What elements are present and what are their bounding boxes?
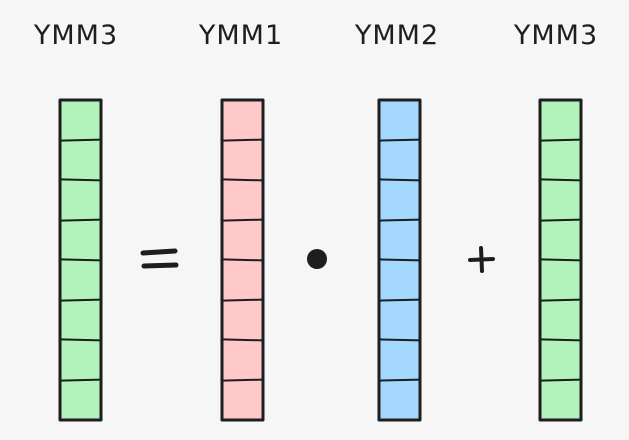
lane-divider [59, 178, 102, 182]
lane-divider [539, 178, 582, 182]
lane-divider [378, 218, 421, 222]
lane-divider [378, 178, 421, 182]
lane-divider [539, 298, 582, 302]
register-label-ymm3-addend: YMM3 [513, 20, 599, 51]
register-label-ymm1: YMM1 [198, 20, 284, 51]
lane-divider [378, 258, 421, 262]
plus-sign [468, 246, 495, 273]
register-ymm3-operand [538, 98, 583, 422]
lane-divider [59, 138, 102, 142]
lane-divider [221, 218, 264, 222]
equals-sign [140, 248, 179, 269]
register-label-ymm3-result: YMM3 [33, 20, 119, 51]
lane-divider [221, 378, 264, 382]
register-ymm2-operand [377, 98, 422, 422]
lane-divider [378, 378, 421, 382]
lane-divider [539, 138, 582, 142]
lane-divider [59, 258, 102, 262]
register-label-ymm2: YMM2 [354, 20, 440, 51]
register-ymm3-result [58, 98, 103, 422]
lane-divider [59, 378, 102, 382]
lane-divider [539, 338, 582, 342]
lane-divider [539, 218, 582, 222]
lane-divider [221, 258, 264, 262]
lane-divider [221, 298, 264, 302]
lane-divider [378, 298, 421, 302]
lane-divider [378, 138, 421, 142]
lane-divider [539, 378, 582, 382]
lane-divider [59, 298, 102, 302]
lane-divider [539, 258, 582, 262]
multiply-dot [307, 249, 327, 269]
lane-divider [59, 338, 102, 342]
register-ymm1-operand [220, 98, 265, 422]
lane-divider [221, 178, 264, 182]
lane-divider [59, 218, 102, 222]
lane-divider [221, 338, 264, 342]
lane-divider [221, 138, 264, 142]
lane-divider [378, 338, 421, 342]
